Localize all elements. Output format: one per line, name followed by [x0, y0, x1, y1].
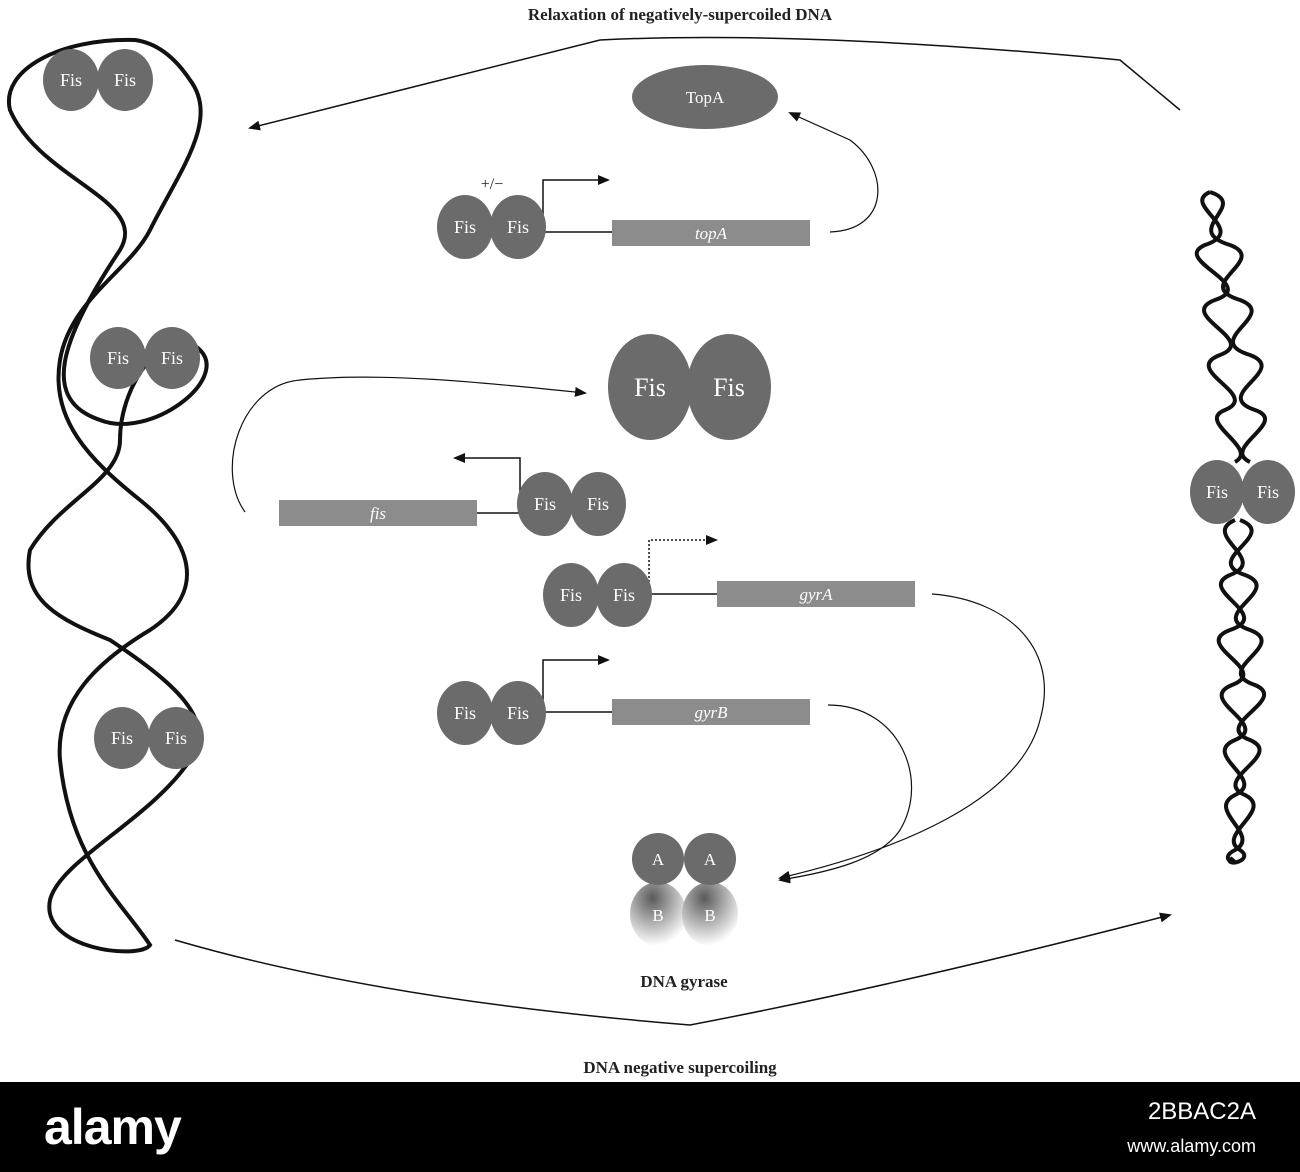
svg-text:Fis: Fis [161, 348, 183, 368]
fis-dimer-left-middle: Fis Fis [90, 327, 200, 389]
gyrb-gene-bar [612, 699, 810, 725]
svg-text:B: B [652, 906, 663, 925]
svg-text:A: A [704, 850, 717, 869]
svg-text:Fis: Fis [587, 494, 609, 514]
fis-autoregulation-arrow [231, 376, 587, 513]
gyra-expression-arrow [778, 593, 1045, 881]
svg-text:Fis: Fis [454, 217, 476, 237]
svg-text:Fis: Fis [111, 728, 133, 748]
svg-text:Fis: Fis [107, 348, 129, 368]
plus-minus-label: +/− [481, 176, 504, 193]
svg-text:Fis: Fis [114, 70, 136, 90]
gyrb-promoter-arrow [542, 655, 610, 712]
topa-gene-label: topA [695, 224, 728, 243]
fis-dimer-left-bottom: Fis Fis [94, 707, 204, 769]
gyra-gene-label: gyrA [799, 585, 833, 604]
stock-footer: alamy 2BBAC2A www.alamy.com [0, 1082, 1300, 1172]
svg-text:Fis: Fis [454, 703, 476, 723]
svg-text:Fis: Fis [534, 494, 556, 514]
svg-text:Fis: Fis [60, 70, 82, 90]
gyrb-gene-label: gyrB [694, 703, 728, 722]
svg-text:Fis: Fis [165, 728, 187, 748]
gyra-promoter-arrow [648, 535, 718, 594]
svg-text:Fis: Fis [507, 703, 529, 723]
topa-promoter-arrow [542, 175, 610, 232]
title-relaxation: Relaxation of negatively-supercoiled DNA [528, 5, 833, 24]
alamy-logo: alamy [44, 1099, 182, 1155]
dna-gyrase-label: DNA gyrase [640, 972, 728, 991]
fis-operon: fis Fis Fis [231, 376, 626, 536]
topa-gene-bar [612, 220, 810, 246]
svg-text:Fis: Fis [634, 373, 666, 402]
svg-text:Fis: Fis [1206, 482, 1228, 502]
fis-dimer-left-top: Fis Fis [43, 49, 153, 111]
svg-text:A: A [652, 850, 665, 869]
footer-url: www.alamy.com [1127, 1136, 1256, 1156]
supercoiling-arrow [174, 912, 1172, 1026]
topa-expression-arrow [788, 112, 879, 233]
gyrb-operon: gyrB Fis Fis [437, 655, 913, 884]
fis-dimer-large: Fis Fis [608, 334, 771, 440]
gyra-gene-bar [717, 581, 915, 607]
svg-text:B: B [704, 906, 715, 925]
relaxed-dna [6, 37, 209, 954]
relaxation-arrow [248, 36, 1181, 131]
svg-text:Fis: Fis [713, 373, 745, 402]
title-supercoiling: DNA negative supercoiling [583, 1058, 777, 1077]
topa-operon: +/− topA Fis Fis [437, 112, 879, 259]
dna-gyrase-complex: A A B B DNA gyrase [630, 833, 738, 991]
fis-gene-label: fis [370, 504, 386, 523]
topa-protein: TopA [632, 65, 778, 129]
fis-supercoiling-diagram: Relaxation of negatively-supercoiled DNA… [6, 5, 1295, 1077]
gyra-operon: gyrA Fis Fis [543, 535, 1045, 881]
gyrb-expression-arrow [778, 704, 913, 884]
image-id: 2BBAC2A [1147, 1098, 1256, 1125]
svg-text:Fis: Fis [613, 585, 635, 605]
svg-text:TopA: TopA [686, 88, 725, 107]
supercoiled-dna [1194, 190, 1267, 865]
fis-dimer-right: Fis Fis [1190, 460, 1295, 524]
fis-gene-bar [279, 500, 477, 526]
svg-text:Fis: Fis [1257, 482, 1279, 502]
svg-text:Fis: Fis [560, 585, 582, 605]
svg-text:Fis: Fis [507, 217, 529, 237]
